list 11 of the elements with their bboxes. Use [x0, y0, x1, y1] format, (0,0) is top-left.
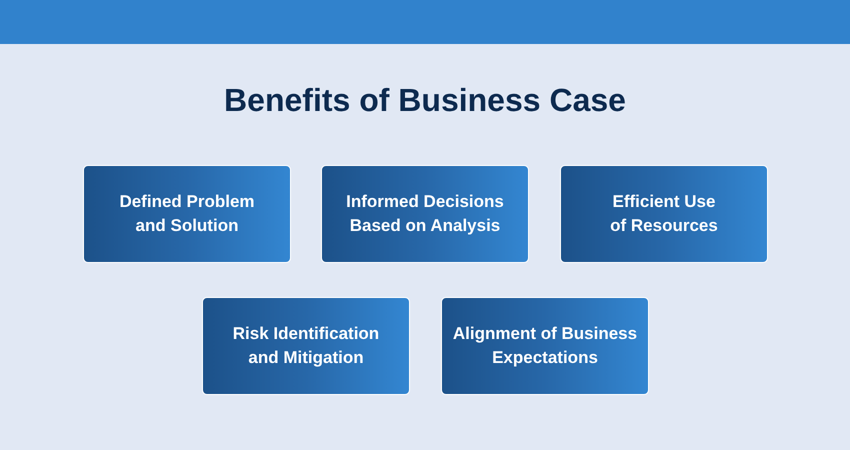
title: Benefits of Business Case	[224, 82, 626, 119]
benefit-card	[202, 297, 410, 395]
benefit-text: Risk Identification and Mitigation	[232, 323, 380, 369]
benefit-card	[321, 165, 529, 263]
benefit-card	[441, 297, 649, 395]
benefit-card	[560, 165, 768, 263]
benefit-text: Efficient Use of Resources	[609, 191, 719, 237]
benefit-text: Alignment of Business Expectations	[452, 323, 638, 369]
benefit-text: Informed Decisions Based on Analysis	[345, 191, 505, 237]
benefit-card	[83, 165, 291, 263]
benefit-text: Defined Problem and Solution	[118, 191, 256, 237]
